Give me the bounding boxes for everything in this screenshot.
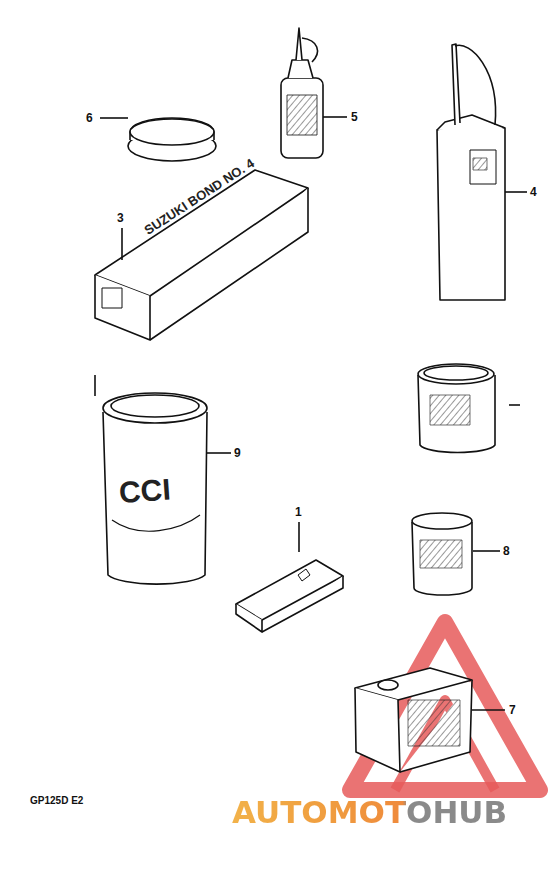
callout-number: 5 [351, 111, 358, 123]
large-can [95, 375, 231, 584]
callout-number: 1 [295, 506, 302, 518]
grease-lid [100, 118, 216, 161]
square-can [355, 668, 505, 772]
package-print: CCI [118, 474, 172, 508]
watermark-logo [350, 622, 540, 790]
small-tin [418, 364, 520, 453]
watermark-text: AUTOMOTOHUB [232, 797, 507, 828]
callout-number: 8 [503, 545, 510, 557]
diagram-code: GP125D E2 [30, 796, 83, 806]
callout-number: 4 [530, 186, 537, 198]
callout-number: 6 [86, 112, 93, 124]
oil-can [437, 44, 527, 300]
callout-number: 9 [234, 447, 241, 459]
kit-box [236, 522, 343, 632]
oil-bottle [281, 28, 347, 158]
small-can [412, 513, 500, 595]
callout-number: 7 [509, 704, 516, 716]
callout-number: 3 [117, 212, 124, 224]
